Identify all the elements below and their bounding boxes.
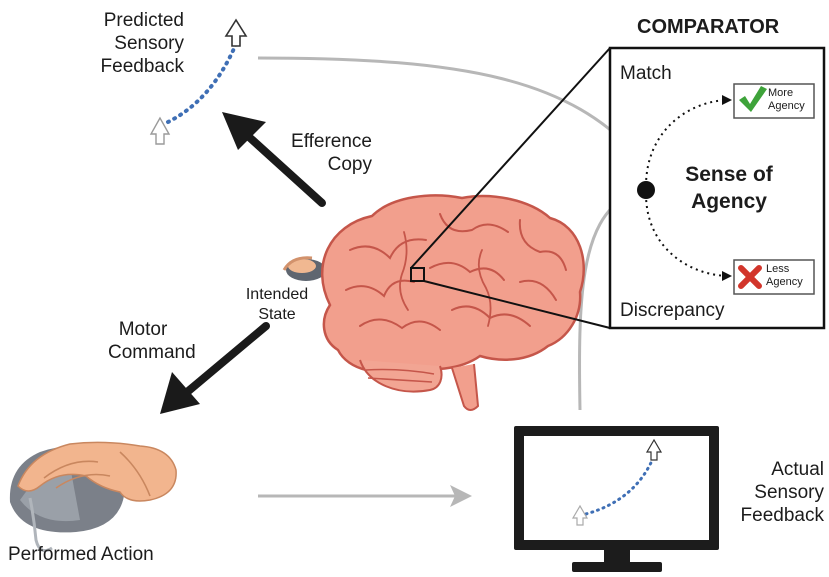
actual-feedback-label: Actual Sensory Feedback (724, 458, 824, 527)
predicted-line2: Sensory (114, 33, 184, 54)
more-agency-badge (733, 83, 815, 119)
motor-command-label: Motor Command (108, 318, 196, 364)
motor-line1: Motor (118, 319, 168, 340)
efference-copy-label: Efference Copy (262, 130, 372, 176)
more-line2: Agency (768, 100, 805, 112)
agency-line1: Sense of (685, 163, 773, 186)
match-curve (645, 95, 732, 187)
cross-icon (738, 265, 762, 289)
performed-action-label: Performed Action (8, 544, 154, 565)
actual-line3: Feedback (740, 505, 824, 526)
predicted-line3: Feedback (100, 56, 184, 77)
comparator-title: COMPARATOR (637, 16, 780, 38)
less-line1: Less (766, 263, 790, 275)
motor-command-arrow (160, 322, 270, 414)
actual-line1: Actual (771, 459, 824, 480)
agency-line2: Agency (691, 190, 767, 213)
predicted-trace-icon (149, 18, 248, 145)
more-agency-text: More Agency (768, 87, 805, 113)
intended-state-label: Intended State (232, 285, 322, 325)
zoom-indicator (410, 47, 611, 329)
discrepancy-label: Discrepancy (620, 300, 725, 321)
comparator-node (637, 181, 655, 199)
motor-line2: Command (108, 342, 196, 363)
predicted-line1: Predicted (103, 10, 184, 31)
more-line1: More (768, 87, 794, 99)
intended-line1: Intended (245, 286, 309, 303)
less-agency-badge (733, 259, 815, 295)
actual-line2: Sensory (754, 482, 824, 503)
match-label: Match (620, 63, 672, 84)
efference-line1: Efference (291, 131, 372, 152)
intended-line2: State (258, 306, 296, 323)
monitor-icon (514, 426, 719, 572)
check-icon (739, 86, 767, 112)
intended-state-hand-icon (282, 256, 326, 281)
less-line2: Agency (766, 276, 803, 288)
efference-arrow (222, 112, 326, 207)
less-agency-text: Less Agency (766, 263, 803, 289)
hand-mouse-icon (9, 441, 177, 553)
efference-line2: Copy (327, 154, 372, 175)
sense-of-agency-label: Sense of Agency (668, 161, 790, 215)
brain-icon (320, 194, 585, 411)
predicted-feedback-label: Predicted Sensory Feedback (66, 9, 184, 78)
